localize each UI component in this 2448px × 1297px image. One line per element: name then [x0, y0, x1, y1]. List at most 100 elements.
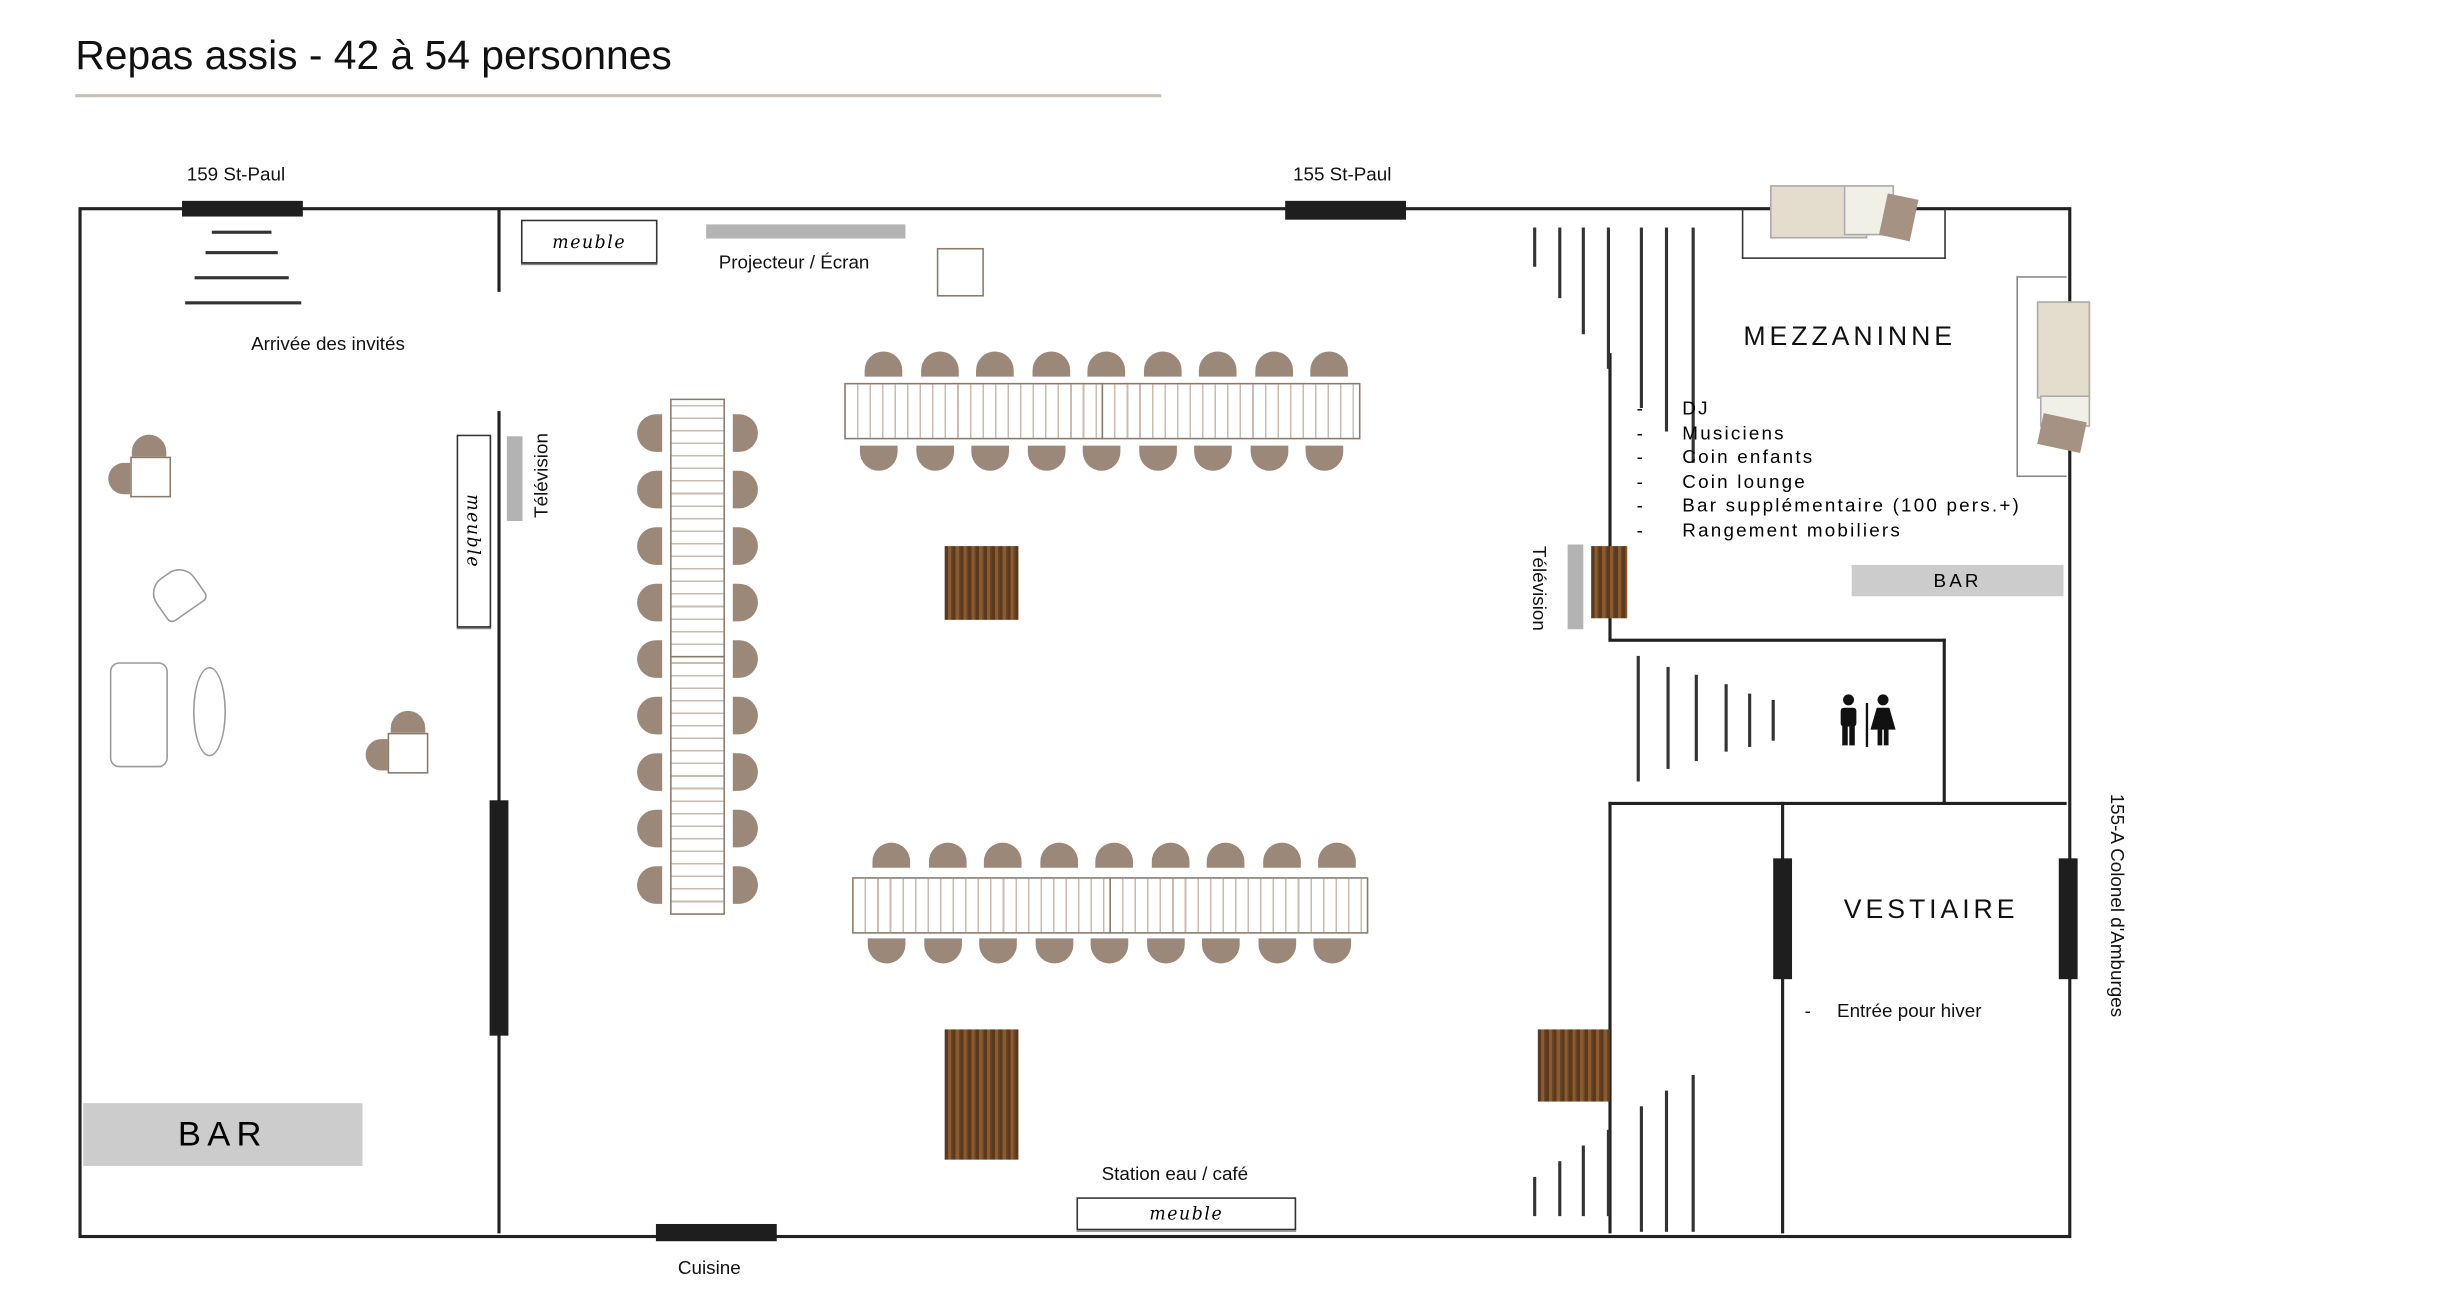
mezzanine-item-label: Musiciens	[1682, 421, 1786, 444]
wall	[1608, 801, 2067, 805]
page-title: Repas assis - 42 à 54 personnes	[75, 31, 672, 79]
stair-step	[1664, 1090, 1668, 1232]
side-table	[130, 456, 172, 498]
chair	[1031, 351, 1070, 377]
title-underline	[75, 94, 1162, 98]
mezzanine-item: - Coin lounge	[1636, 469, 1807, 492]
chair	[1262, 842, 1301, 868]
wood-table	[1537, 1029, 1610, 1102]
dining-table	[670, 655, 725, 915]
side-table	[936, 247, 984, 297]
stair-step	[1533, 227, 1536, 267]
stair-step	[1694, 674, 1698, 762]
door-interior[interactable]	[489, 800, 509, 1036]
stair-step	[1636, 655, 1640, 782]
sofa	[109, 662, 168, 768]
stair-step	[1691, 227, 1694, 463]
stair-step	[1533, 1176, 1536, 1217]
kitchen-label: Cuisine	[677, 1256, 741, 1279]
wall	[1608, 353, 1612, 641]
outer-wall	[78, 207, 2072, 1239]
wood-table	[1591, 546, 1628, 619]
chair	[1151, 842, 1189, 868]
chair	[1039, 842, 1078, 868]
television	[506, 436, 523, 521]
door-159-st-paul[interactable]	[182, 200, 303, 217]
stair-step	[1691, 1074, 1694, 1232]
television	[1567, 544, 1584, 630]
chair	[637, 583, 663, 622]
stair-step	[1639, 227, 1643, 408]
mezzanine-item-label: Coin lounge	[1682, 469, 1807, 492]
chair	[637, 753, 663, 791]
chair	[1310, 351, 1348, 377]
chair	[976, 351, 1014, 377]
tv-left-label: Télévision	[530, 433, 553, 518]
mezzanine-title: MEZZANINNE	[1743, 321, 1957, 352]
chair	[637, 527, 663, 565]
door-kitchen[interactable]	[655, 1223, 777, 1242]
step	[211, 230, 272, 234]
projector-label: Projecteur / Écran	[718, 251, 870, 274]
mezzanine-item: - Bar supplémentaire (100 pers.+)	[1636, 494, 2021, 517]
wall	[1781, 801, 1785, 1234]
arrival-label: Arrivée des invités	[251, 332, 405, 355]
step	[185, 301, 302, 305]
stair-step	[1664, 227, 1668, 432]
vestiaire-item-label: Entrée pour hiver	[1837, 999, 1982, 1022]
mezzanine-list: - DJ- Musiciens- Coin enfants- Coin loun…	[1637, 397, 2021, 543]
furniture-meuble: meuble	[520, 219, 658, 264]
furniture-meuble-vertical: meuble	[456, 434, 492, 628]
mezzanine-item-label: Coin enfants	[1682, 445, 1815, 468]
mezzanine-item: - DJ	[1636, 397, 1710, 419]
chair	[1318, 842, 1356, 868]
chair	[637, 470, 663, 509]
stair-step	[1724, 684, 1727, 752]
vestiaire-title: VESTIAIRE	[1843, 894, 2019, 925]
stair-step	[1581, 1145, 1585, 1217]
restroom-icon	[1840, 694, 1896, 747]
bench	[2016, 276, 2067, 478]
chair	[920, 351, 958, 377]
side-table	[387, 732, 429, 774]
cushion	[2036, 301, 2091, 399]
door-side-entrance[interactable]	[2058, 858, 2078, 980]
wall	[1608, 801, 1612, 1234]
chair	[1254, 351, 1293, 377]
wood-table	[944, 546, 1019, 620]
chair	[365, 739, 388, 771]
chair	[637, 640, 663, 678]
dining-table	[1101, 382, 1361, 440]
step	[205, 251, 278, 255]
step	[194, 276, 289, 280]
mezzanine-item: - Coin enfants	[1636, 445, 1815, 468]
chair	[1087, 351, 1126, 377]
dining-table	[852, 877, 1111, 934]
chair	[864, 351, 903, 377]
stair-step	[1558, 1161, 1561, 1217]
dining-table	[670, 398, 725, 658]
mezzanine-item-label: Rangement mobiliers	[1682, 518, 1902, 541]
side-entrance-label: 155-A Colonel d'Amburges	[2106, 793, 2129, 1018]
wall	[1608, 638, 1946, 642]
stair-step	[1606, 1129, 1610, 1217]
chair	[983, 842, 1022, 868]
chair	[390, 710, 426, 733]
vestiaire-item: - Entrée pour hiver	[1804, 999, 1982, 1022]
stair-step	[1748, 693, 1751, 747]
chair	[1095, 842, 1133, 868]
stair-step	[1558, 227, 1561, 299]
projector-screen	[706, 224, 906, 239]
dining-table	[844, 382, 1104, 440]
chair	[637, 414, 663, 452]
door-vestiaire[interactable]	[1773, 858, 1793, 980]
chair	[1198, 351, 1237, 377]
bar-main: BAR	[83, 1103, 363, 1166]
mezzanine-item-label: DJ	[1682, 397, 1710, 419]
mezzanine-item: - Musiciens	[1636, 421, 1786, 444]
coffee-table	[193, 666, 226, 757]
chair	[1143, 351, 1181, 377]
chair	[637, 809, 663, 848]
door-155-st-paul[interactable]	[1285, 200, 1407, 220]
wood-table	[944, 1029, 1019, 1160]
